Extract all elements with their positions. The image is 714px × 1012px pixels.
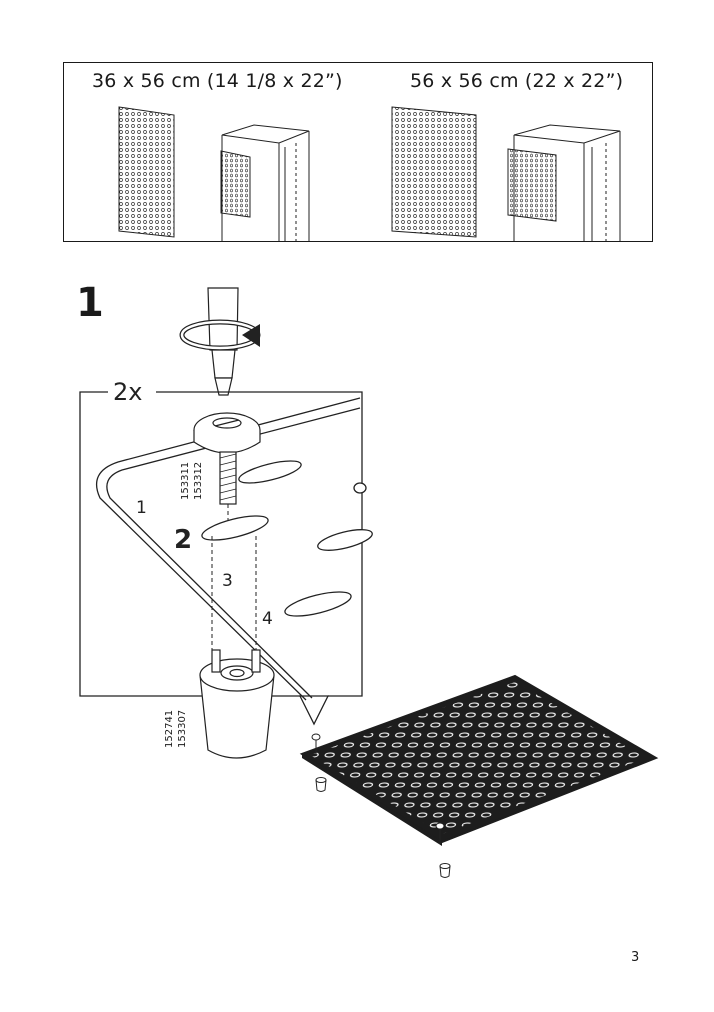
foot-part-number-a: 152741	[164, 709, 175, 748]
cabinet-with-large-pegboard	[507, 124, 621, 241]
mounting-screws	[311, 733, 445, 844]
size-variants-box	[63, 62, 653, 242]
step-illustration: 2x	[79, 287, 659, 878]
size-label-small: 36 x 56 cm (14 1/8 x 22”)	[92, 70, 343, 92]
size-label-large: 56 x 56 cm (22 x 22”)	[410, 70, 624, 92]
callout-2: 2	[174, 525, 192, 555]
callout-3: 3	[222, 571, 233, 591]
pegboard-slots	[201, 460, 373, 617]
screw	[193, 412, 261, 505]
size-variants-illustration	[118, 106, 621, 241]
foot-part-number-b: 153307	[177, 709, 188, 748]
cabinet-with-small-pegboard	[220, 124, 310, 241]
callout-1: 1	[136, 498, 147, 518]
screwdriver-icon	[207, 287, 239, 396]
pegboard-small	[118, 106, 175, 238]
screw-part-number-a: 153311	[180, 461, 191, 500]
callout-4: 4	[262, 609, 273, 629]
screw-part-number-b: 153312	[193, 461, 204, 500]
rotation-arrow-icon	[179, 319, 261, 351]
foot	[199, 649, 275, 759]
pegboard-full	[299, 674, 659, 846]
alignment-guides	[211, 504, 257, 652]
mounting-feet	[315, 777, 451, 878]
quantity-label: 2x	[113, 378, 142, 406]
pegboard-edge	[95, 397, 361, 701]
step-number: 1	[76, 280, 104, 326]
callout-frame	[79, 391, 363, 726]
pegboard-large	[391, 106, 477, 238]
page-number: 3	[631, 950, 640, 965]
